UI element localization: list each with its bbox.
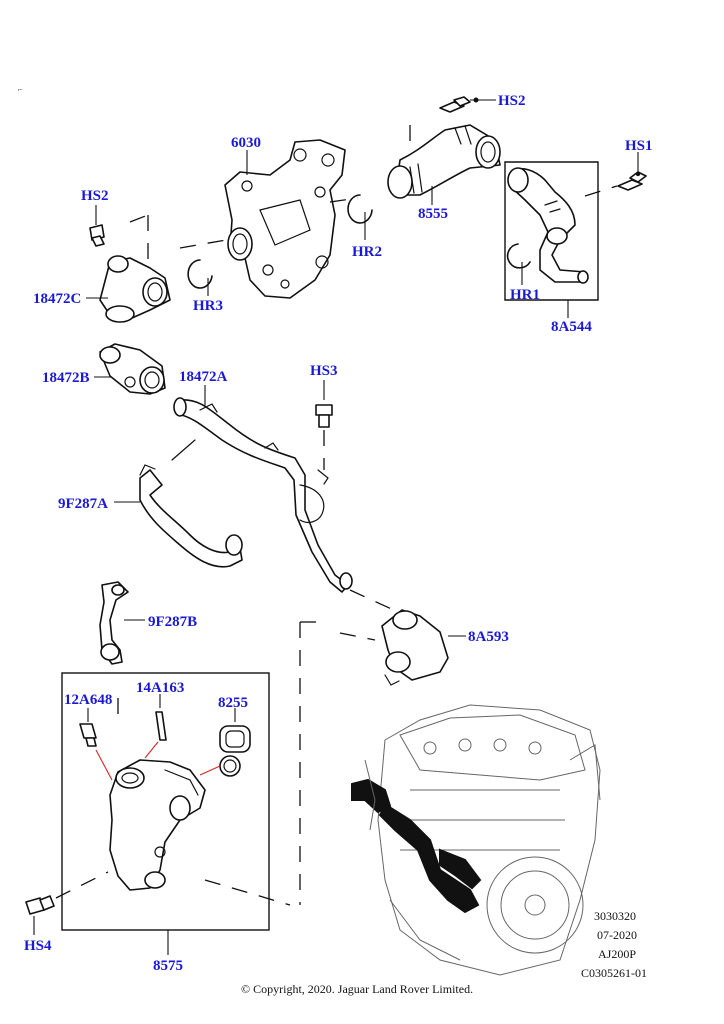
bolt-hs1 bbox=[617, 152, 647, 191]
label-hs2-left: HS2 bbox=[81, 188, 109, 204]
model-code: AJ200P bbox=[598, 947, 636, 961]
label-8a544: 8A544 bbox=[551, 319, 592, 335]
hose-8a593 bbox=[381, 609, 466, 686]
engine-illustration bbox=[351, 704, 601, 976]
label-18472b: 18472B bbox=[42, 370, 90, 386]
label-18472a: 18472A bbox=[179, 369, 228, 385]
bolt-hs3 bbox=[315, 380, 333, 470]
label-hr1: HR1 bbox=[510, 287, 540, 303]
illustration-code: C0305261-01 bbox=[581, 966, 647, 980]
box-8575 bbox=[61, 672, 270, 931]
corner-mark: ⌐ bbox=[18, 85, 23, 94]
pipe-18472a bbox=[171, 385, 353, 593]
drawing-number: 3030320 bbox=[594, 909, 636, 923]
clip-hr1 bbox=[506, 243, 531, 285]
label-hr2: HR2 bbox=[352, 244, 382, 260]
clip-hr2 bbox=[347, 194, 373, 240]
label-hs4: HS4 bbox=[24, 938, 52, 954]
label-6030: 6030 bbox=[231, 135, 261, 151]
housing-6030 bbox=[224, 139, 346, 299]
label-8a593: 8A593 bbox=[468, 629, 509, 645]
label-9f287b: 9F287B bbox=[148, 614, 197, 630]
hose-8555 bbox=[387, 124, 501, 205]
label-8575: 8575 bbox=[153, 958, 183, 974]
label-12a648: 12A648 bbox=[64, 692, 112, 708]
hose-9f287b bbox=[99, 581, 145, 665]
hose-9f287a bbox=[114, 464, 243, 568]
label-8555: 8555 bbox=[418, 206, 448, 222]
pin-14a163 bbox=[144, 694, 167, 759]
label-hs2-top: HS2 bbox=[498, 93, 526, 109]
label-14a163: 14A163 bbox=[136, 680, 184, 696]
pipe-8a544 bbox=[504, 161, 599, 318]
fitting-18472c bbox=[86, 255, 171, 323]
copyright-notice: © Copyright, 2020. Jaguar Land Rover Lim… bbox=[241, 982, 473, 996]
bolt-hs2-top bbox=[439, 96, 496, 113]
gasket-8255 bbox=[199, 708, 251, 777]
drawing-date: 07-2020 bbox=[597, 928, 637, 942]
sensor-12a648 bbox=[79, 708, 113, 781]
label-hs1: HS1 bbox=[625, 138, 653, 154]
label-18472c: 18472C bbox=[33, 291, 81, 307]
bolt-hs2-left bbox=[89, 205, 105, 247]
thermostat-housing bbox=[109, 759, 206, 891]
bolt-hs4 bbox=[25, 895, 55, 935]
label-hs3: HS3 bbox=[310, 363, 338, 379]
clip-hr3 bbox=[187, 259, 213, 296]
label-hr3: HR3 bbox=[193, 298, 223, 314]
label-8255: 8255 bbox=[218, 695, 248, 711]
fitting-18472b bbox=[94, 343, 166, 395]
label-9f287a: 9F287A bbox=[58, 496, 108, 512]
